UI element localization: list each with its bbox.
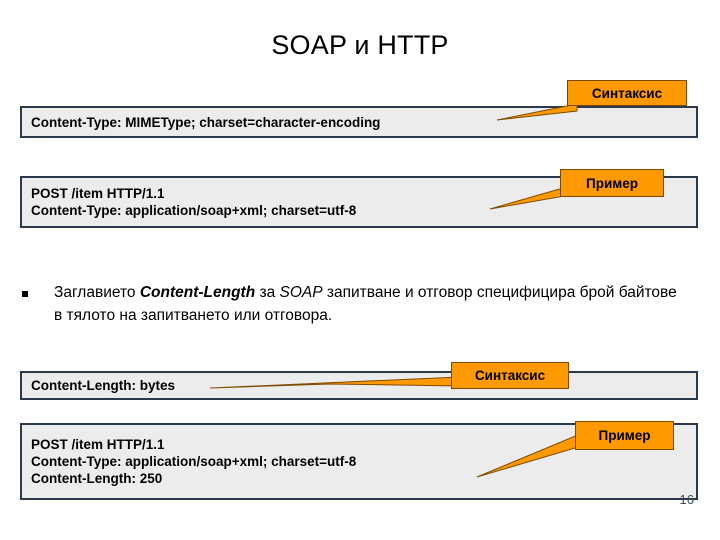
bullet-paragraph: Заглавието Content-Length за SOAP запитв…: [22, 281, 682, 327]
square-bullet-icon: [22, 284, 36, 303]
bullet-text-part2: за: [255, 284, 280, 301]
code-line: POST /item HTTP/1.1: [31, 186, 165, 201]
callout-example-2: Пример: [575, 421, 674, 450]
callout-tail-syntax-1: [496, 103, 578, 122]
callout-tail-example-2: [476, 431, 587, 478]
code-line: Content-Type: MIMEType; charset=characte…: [31, 114, 381, 130]
bullet-text: Заглавието Content-Length за SOAP запитв…: [54, 281, 682, 327]
code-line: Content-Type: application/soap+xml; char…: [31, 203, 357, 218]
page-number: 16: [679, 492, 694, 507]
code-box-content-length-syntax: Content-Length: bytes: [20, 371, 698, 400]
bullet-text-part1: Заглавието: [54, 284, 140, 301]
code-line: Content-Length: 250: [31, 471, 163, 486]
callout-syntax-1: Синтаксис: [567, 80, 687, 106]
code-line: Content-Type: application/soap+xml; char…: [31, 454, 357, 469]
callout-syntax-2: Синтаксис: [451, 362, 569, 389]
callout-example-1: Пример: [560, 169, 664, 197]
callout-tail-syntax-2: [209, 376, 461, 393]
bullet-emphasis-soap: SOAP: [279, 284, 323, 301]
code-line: POST /item HTTP/1.1: [31, 437, 165, 452]
code-box-content-type-syntax: Content-Type: MIMEType; charset=characte…: [20, 106, 698, 138]
bullet-emphasis-content-length: Content-Length: [139, 284, 256, 301]
page-title: SOAP и HTTP: [271, 30, 449, 60]
code-line: Content-Length: bytes: [31, 378, 175, 393]
callout-tail-example-1: [489, 185, 571, 210]
bullet-text-part3: запитване и отговор специфицира брой бай…: [54, 284, 677, 324]
